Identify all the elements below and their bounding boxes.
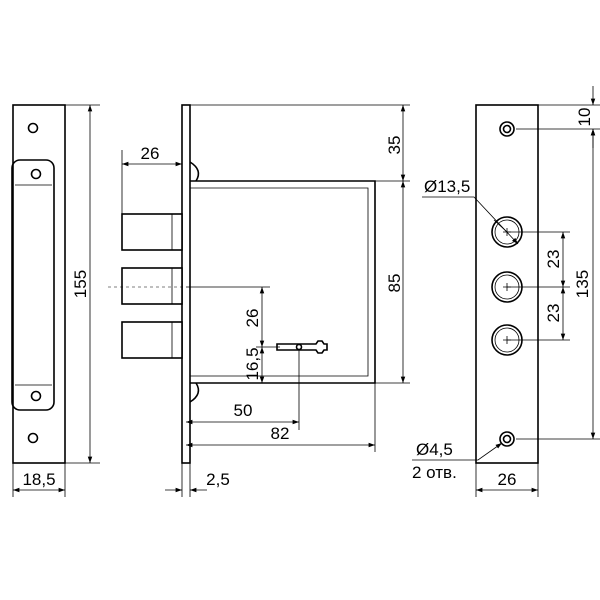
faceplate-top-hole xyxy=(27,122,39,134)
dim-50-label: 50 xyxy=(234,401,253,420)
bolt-top xyxy=(121,213,183,251)
dim-hole-count-label: 2 отв. xyxy=(412,463,457,482)
bolt-middle xyxy=(121,267,183,305)
bottom-screw-hole-inner xyxy=(502,434,512,444)
dim-4-5-leader xyxy=(412,442,503,461)
center-view-lock xyxy=(108,104,376,464)
dim-23-extension-lines xyxy=(507,231,570,341)
lock-body xyxy=(190,180,376,384)
dim-10-135-extension-lines xyxy=(516,104,600,440)
dim-13-5-label: Ø13,5 xyxy=(424,177,470,196)
right-view-faceplate xyxy=(475,104,539,464)
dim-26-extension-lines xyxy=(121,145,183,214)
left-view-dimensions: 155 18,5 xyxy=(12,104,100,497)
key-center-mark xyxy=(295,343,303,351)
dim-50-82-extension-lines xyxy=(181,350,376,497)
dim-155-extension-lines xyxy=(65,104,100,464)
strike-upper-screw xyxy=(30,168,42,180)
bottom-screw-hole-outer xyxy=(499,431,515,447)
dim-85-label: 85 xyxy=(385,274,404,293)
dim-35-85-extension-lines xyxy=(190,104,410,384)
faceplate-outline xyxy=(12,104,66,464)
dim-13-5-diameter-line xyxy=(493,219,508,233)
left-view-faceplate xyxy=(11,104,66,464)
key-cylinder xyxy=(276,340,328,354)
top-screw-hole-outer xyxy=(499,121,515,137)
dim-26-bolt-label: 26 xyxy=(141,144,160,163)
bolt-bottom xyxy=(121,321,183,359)
dim-35-label: 35 xyxy=(385,136,404,155)
upper-mounting-lug xyxy=(189,161,200,182)
dim-82-label: 82 xyxy=(271,424,290,443)
dim-2-5-label: 2,5 xyxy=(206,470,230,489)
lower-mounting-lug xyxy=(189,382,200,403)
dim-16-5-label: 16,5 xyxy=(243,347,262,380)
dim-135-label: 135 xyxy=(573,270,592,298)
faceplate-bottom-hole xyxy=(27,432,39,444)
top-screw-hole-inner xyxy=(502,124,512,134)
center-view-dimensions: 26 35 85 26 16,5 50 82 2,5 xyxy=(121,104,410,497)
dim-23-lower-label: 23 xyxy=(544,304,563,323)
dim-26-key-label: 26 xyxy=(243,309,262,328)
side-faceplate xyxy=(181,104,191,464)
strike-plate xyxy=(11,159,55,411)
dim-23-upper-label: 23 xyxy=(544,250,563,269)
dim-155-label: 155 xyxy=(71,270,90,298)
lock-body-inner xyxy=(190,187,369,377)
dim-10-label: 10 xyxy=(575,108,594,127)
dim-26-plate-label: 26 xyxy=(498,470,517,489)
strike-lower-screw xyxy=(30,390,42,402)
strike-plate-inner-lines xyxy=(15,184,52,386)
dim-26-16-5-extension-lines xyxy=(186,286,280,384)
dim-18-5-label: 18,5 xyxy=(22,470,55,489)
right-view-dimensions: 10 135 23 23 Ø13,5 Ø4,5 2 отв. 26 xyxy=(412,86,600,497)
dim-4-5-label: Ø4,5 xyxy=(416,440,453,459)
